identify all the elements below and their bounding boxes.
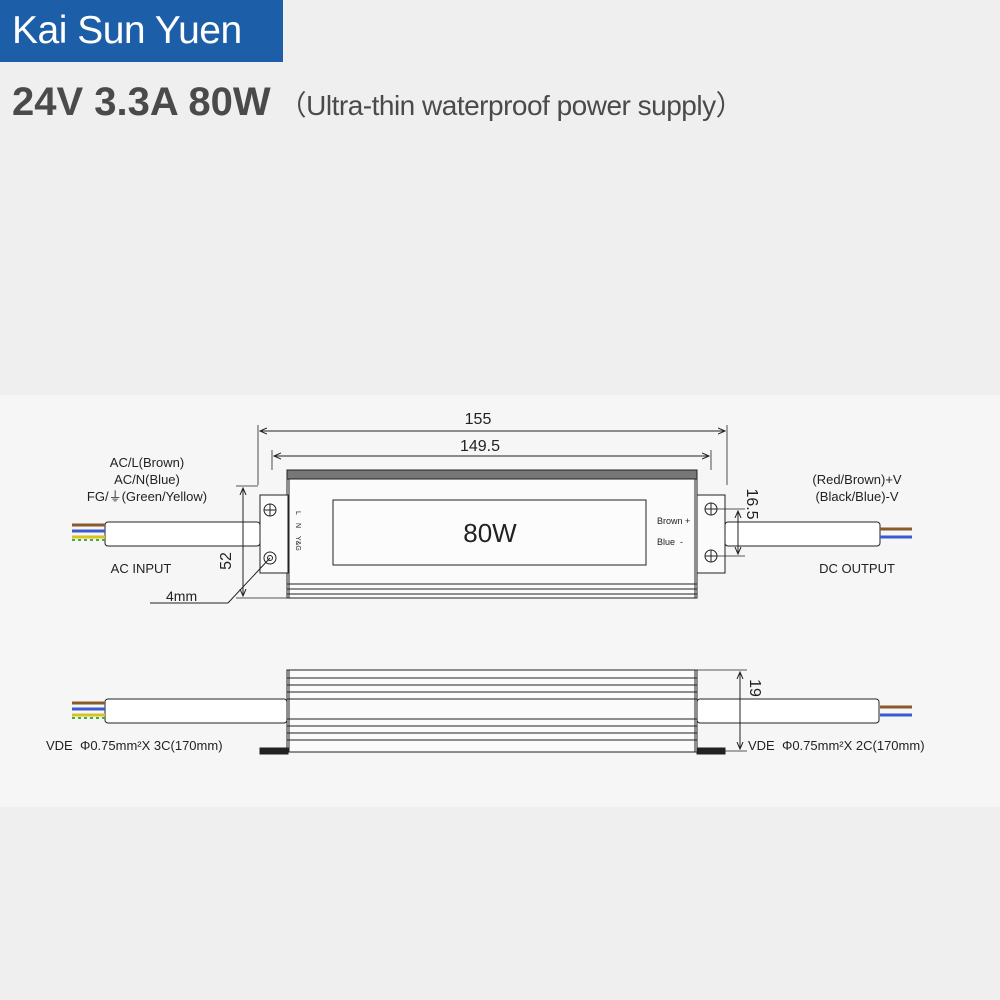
hole-diameter-label: 4mm bbox=[166, 588, 197, 604]
label-panel-text: 80W bbox=[463, 518, 517, 548]
dc-wire-label-pos: (Red/Brown)+V bbox=[812, 472, 902, 487]
ac-input-label: AC INPUT bbox=[111, 561, 172, 576]
dim-label-16-5: 16.5 bbox=[743, 488, 760, 519]
product-description: （Ultra-thin waterproof power supply） bbox=[278, 90, 744, 121]
pin-label-brown-plus: Brown + bbox=[657, 516, 690, 526]
output-cable-spec: VDE Φ0.75mm²X 2C(170mm) bbox=[748, 738, 925, 753]
ac-input-cable bbox=[104, 521, 261, 547]
pin-label-n: N bbox=[294, 523, 301, 528]
side-wire-ends bbox=[72, 701, 912, 719]
label-panel bbox=[332, 499, 647, 566]
dim-label-52: 52 bbox=[218, 552, 235, 570]
ac-wire-label-fg: FG/⏚(Green/Yellow) bbox=[87, 489, 207, 504]
psu-body-side bbox=[286, 669, 698, 753]
dim-label-155: 155 bbox=[465, 411, 492, 428]
product-headline: 24V 3.3A 80W（Ultra-thin waterproof power… bbox=[12, 80, 744, 125]
pin-label-l: L bbox=[294, 511, 301, 515]
dc-wire-ends bbox=[880, 527, 912, 539]
dc-wire-label-neg: (Black/Blue)-V bbox=[815, 489, 898, 504]
product-spec: 24V 3.3A 80W bbox=[12, 80, 271, 124]
dc-output-label: DC OUTPUT bbox=[819, 561, 895, 576]
mount-hole-lower-left bbox=[263, 551, 277, 565]
side-foot-right bbox=[696, 747, 726, 755]
side-input-cable bbox=[104, 698, 288, 724]
ac-wire-ends bbox=[72, 523, 105, 541]
dim-label-149-5: 149.5 bbox=[460, 438, 500, 455]
ac-wire-label-n: AC/N(Blue) bbox=[114, 472, 180, 487]
side-output-cable bbox=[696, 698, 880, 724]
brand-name: Kai Sun Yuen bbox=[12, 9, 242, 52]
brand-banner: Kai Sun Yuen bbox=[0, 0, 283, 62]
hole-leader bbox=[227, 557, 271, 604]
input-cable-spec: VDE Φ0.75mm²X 3C(170mm) bbox=[46, 738, 223, 753]
mount-plate-left bbox=[259, 494, 289, 574]
side-view bbox=[104, 669, 880, 755]
dim-label-19: 19 bbox=[746, 679, 763, 697]
dc-output-cable bbox=[724, 521, 881, 547]
pin-label-blue-minus: Blue - bbox=[657, 537, 683, 547]
ac-wire-label-l: AC/L(Brown) bbox=[110, 455, 184, 470]
top-view bbox=[104, 425, 881, 604]
pin-label-yg: Y&G bbox=[294, 536, 301, 551]
side-foot-left bbox=[259, 747, 289, 755]
